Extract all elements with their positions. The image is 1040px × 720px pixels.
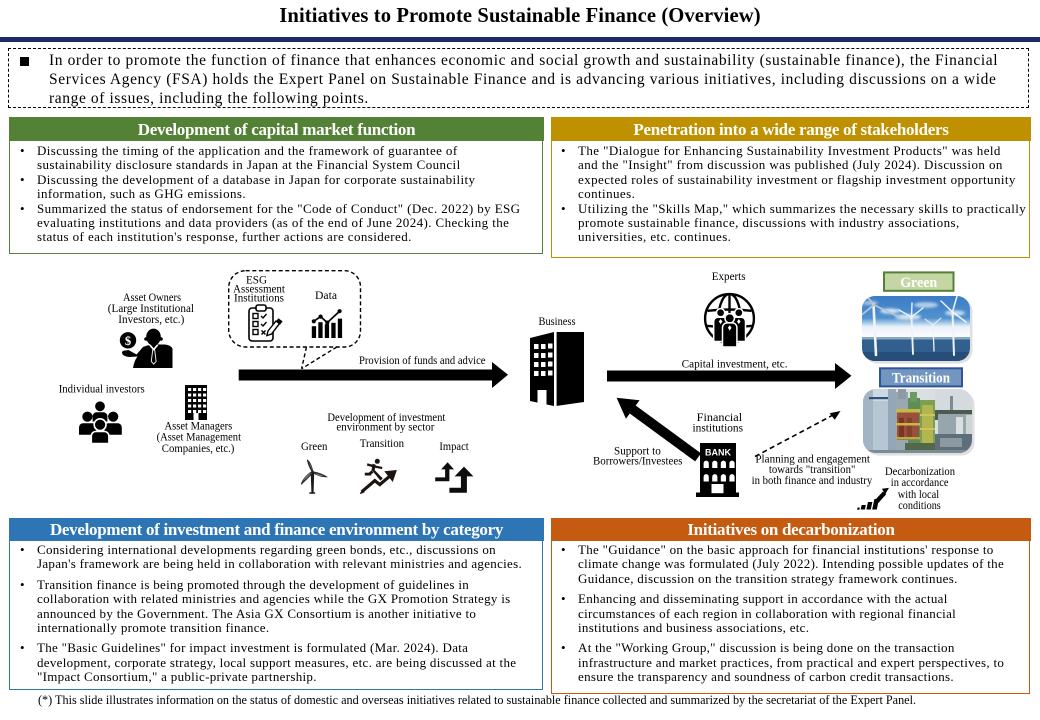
svg-text:conditions: conditions (898, 498, 941, 512)
svg-text:(Asset Management: (Asset Management (157, 430, 242, 444)
svg-text:Institutions: Institutions (234, 293, 284, 305)
svg-text:Transition: Transition (892, 371, 950, 387)
svg-text:BANK: BANK (705, 448, 731, 459)
svg-text:Business: Business (539, 314, 576, 328)
svg-text:in accordance: in accordance (891, 475, 949, 489)
svg-text:towards "transition": towards "transition" (769, 462, 856, 476)
svg-text:Experts: Experts (712, 269, 746, 283)
svg-text:Assessment: Assessment (233, 283, 286, 295)
svg-text:Transition: Transition (360, 436, 404, 450)
svg-text:Data: Data (315, 288, 338, 302)
svg-text:environment by sector: environment by sector (336, 419, 434, 433)
svg-text:Investors, etc.): Investors, etc.) (118, 312, 184, 326)
svg-text:Capital investment, etc.: Capital investment, etc. (682, 357, 788, 371)
svg-text:with local: with local (898, 487, 940, 501)
svg-text:Planning and engagement: Planning and engagement (755, 451, 870, 465)
svg-text:Individual investors: Individual investors (59, 381, 145, 395)
svg-text:ESG: ESG (246, 274, 267, 286)
svg-text:Development of investment: Development of investment (327, 410, 446, 424)
svg-text:Support to: Support to (614, 443, 661, 457)
svg-text:Impact: Impact (439, 439, 469, 453)
svg-text:(Large Institutional: (Large Institutional (108, 301, 195, 315)
svg-text:Decarbonization: Decarbonization (885, 464, 955, 478)
svg-text:Financial: Financial (697, 410, 743, 424)
svg-text:Borrowers/Investees: Borrowers/Investees (593, 454, 683, 468)
svg-text:Green: Green (900, 275, 937, 291)
svg-text:Companies, etc.): Companies, etc.) (162, 441, 235, 455)
svg-text:Provision of funds and advice: Provision of funds and advice (359, 353, 486, 367)
svg-text:in both finance and industry: in both finance and industry (752, 473, 873, 487)
svg-text:Asset Managers: Asset Managers (165, 418, 233, 432)
svg-text:institutions: institutions (693, 420, 744, 434)
svg-text:Asset Owners: Asset Owners (123, 290, 181, 304)
svg-text:$: $ (125, 334, 131, 348)
svg-text:Green: Green (301, 439, 327, 453)
